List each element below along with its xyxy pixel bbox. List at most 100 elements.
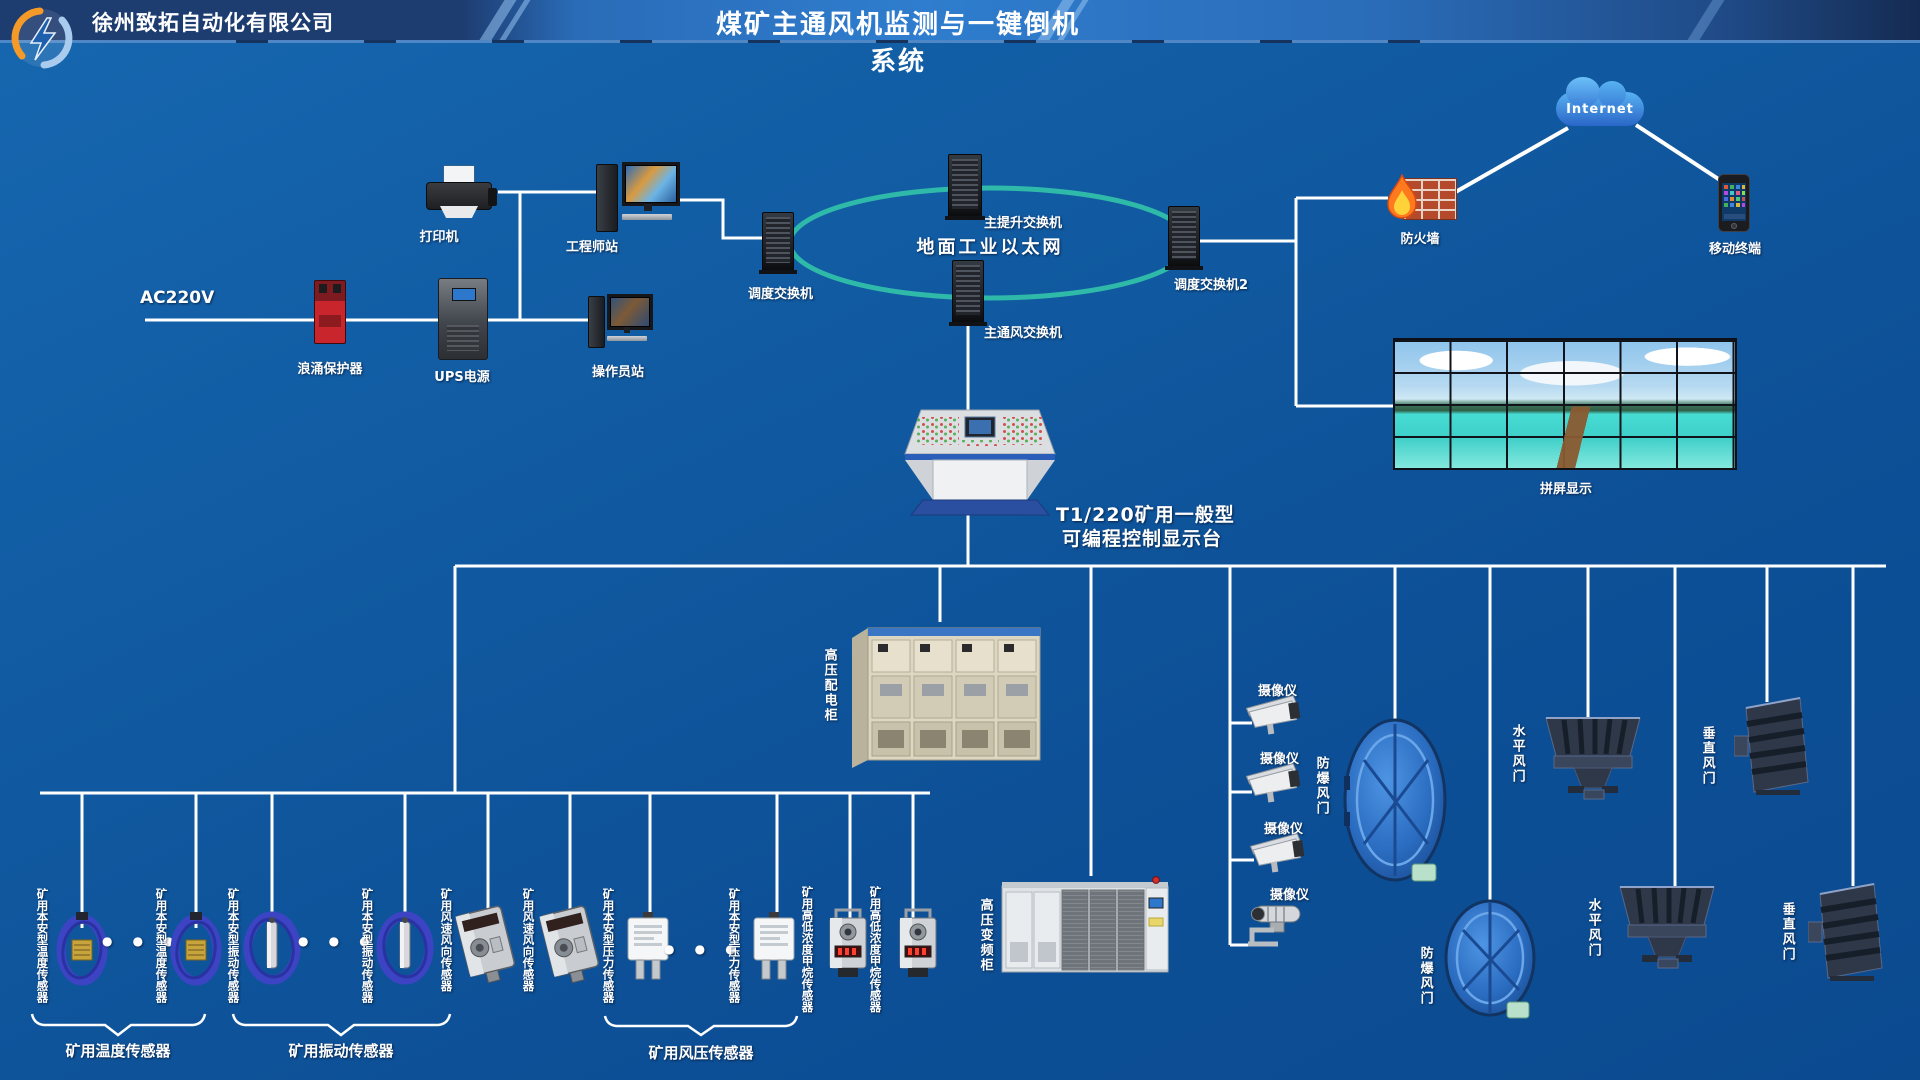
coil-temp-sensor-icon: [170, 912, 222, 986]
wind-sensor-1[interactable]: [447, 900, 527, 997]
group-temp-label: 矿用温度传感器: [65, 1042, 171, 1060]
methane-sensor-2-label: 矿用高低浓度甲烷传感器: [868, 886, 883, 1013]
group-press-label: 矿用风压传感器: [648, 1044, 754, 1062]
camera-icon: [1245, 763, 1301, 803]
vertical-door-graphic: [1807, 883, 1883, 981]
horizontal-door-1[interactable]: [1540, 714, 1646, 810]
ups-power[interactable]: [438, 278, 488, 360]
surge-protector-label: 浪涌保护器: [297, 362, 363, 377]
header-bar: [0, 0, 1920, 40]
header-slash: [1687, 0, 1725, 40]
temp-sensor-1[interactable]: [56, 904, 108, 994]
hoist-switch[interactable]: [945, 154, 985, 220]
internet-cloud[interactable]: Internet: [1556, 77, 1644, 126]
surge-protector[interactable]: [314, 280, 346, 344]
firewall[interactable]: [1383, 172, 1457, 224]
console-label-line2: 可编程控制显示台: [1062, 528, 1223, 550]
camera-label-4: 摄像仪: [1270, 888, 1310, 903]
ethernet-ring-label: 地面工业以太网: [916, 237, 1064, 258]
methane-sensor-icon: [829, 908, 867, 977]
camera-3[interactable]: [1247, 830, 1316, 880]
mobile-terminal[interactable]: [1718, 174, 1750, 236]
dispatch-switch-label: 调度交换机: [748, 287, 814, 302]
keyboard: [622, 214, 672, 220]
console-graphic: [904, 409, 1056, 516]
pressure-sensor-2[interactable]: [750, 912, 798, 986]
hv-vfd-cabinet[interactable]: [998, 872, 1174, 982]
ellipsis-dots-1: ● ● ●: [102, 934, 182, 948]
company-name: 徐州致拓自动化有限公司: [92, 11, 334, 35]
explosion-door-1-label: 防爆风门: [1313, 756, 1329, 816]
explosion-door-1[interactable]: [1342, 716, 1448, 888]
printer-body: [426, 182, 492, 210]
vib-sensor-2[interactable]: [376, 904, 434, 992]
explosion-proof-camera-icon: [1248, 905, 1301, 947]
temp-sensor-1-label: 矿用本安型温度传感器: [35, 888, 50, 1003]
vertical-door-2[interactable]: [1807, 882, 1890, 986]
explosion-door-2-label: 防爆风门: [1417, 946, 1433, 1006]
dispatch-switch2-label: 调度交换机2: [1174, 278, 1249, 293]
wind-sensor-icon: [539, 905, 600, 984]
vib-sensor-1[interactable]: [243, 904, 301, 992]
round-door-graphic: [1444, 899, 1536, 1019]
engineer-station-label: 工程师站: [565, 240, 618, 255]
methane-sensor-1[interactable]: [826, 906, 870, 986]
printer-label: 打印机: [419, 230, 459, 245]
video-wall[interactable]: [1393, 338, 1737, 470]
vib-sensor-2-label: 矿用本安型振动传感器: [360, 888, 375, 1003]
horizontal-door-graphic: [1619, 886, 1715, 969]
temp-sensor-2[interactable]: [170, 904, 222, 994]
control-console[interactable]: [903, 408, 1057, 522]
round-door-graphic: [1343, 718, 1447, 882]
pressure-sensor-1[interactable]: [624, 912, 672, 986]
vertical-door-1-label: 垂直风门: [1699, 726, 1715, 786]
wind-sensor-2-label: 矿用风速风向传感器: [521, 888, 536, 992]
horizontal-door-2-label: 水平风门: [1585, 898, 1601, 958]
wind-sensor-2[interactable]: [531, 900, 611, 997]
temp-sensor-2-label: 矿用本安型温度传感器: [154, 888, 169, 1003]
group-vib-label: 矿用振动传感器: [288, 1042, 394, 1060]
smartphone-icon: [1718, 174, 1750, 232]
pressure-sensor-icon: [627, 912, 669, 980]
pc-monitor: [607, 294, 653, 330]
explosion-door-2[interactable]: [1443, 898, 1537, 1028]
vfd-cabinet-graphic: [1001, 876, 1169, 973]
camera-1[interactable]: [1243, 692, 1312, 742]
operator-station[interactable]: [588, 294, 653, 356]
horizontal-door-1-label: 水平风门: [1509, 724, 1525, 784]
camera-label-1: 摄像仪: [1258, 684, 1298, 699]
hv-cabinet-graphic: [852, 627, 1041, 768]
company-logo: [11, 7, 73, 69]
horizontal-door-graphic: [1545, 717, 1641, 800]
ac220v-label: AC220V: [140, 288, 215, 308]
operator-station-label: 操作员站: [591, 365, 644, 380]
pressure-sensor-1-label: 矿用本安型压力传感器: [601, 888, 616, 1003]
hoist-switch-label: 主提升交换机: [984, 216, 1063, 231]
camera-icon: [1245, 695, 1301, 735]
printer-tray: [440, 206, 478, 218]
pc-monitor: [622, 162, 680, 206]
dispatch-switch2[interactable]: [1165, 206, 1203, 270]
camera-label-3: 摄像仪: [1264, 822, 1304, 837]
coil-temp-sensor-icon: [56, 912, 108, 986]
monitor-stand: [644, 204, 652, 211]
printer[interactable]: [426, 166, 498, 220]
engineer-station[interactable]: [596, 160, 682, 240]
fan-switch[interactable]: [949, 260, 987, 326]
keyboard: [607, 336, 647, 341]
vertical-door-1[interactable]: [1733, 696, 1816, 800]
camera-label-2: 摄像仪: [1260, 752, 1300, 767]
camera-2[interactable]: [1243, 760, 1312, 810]
methane-sensor-1-label: 矿用高低浓度甲烷传感器: [800, 886, 815, 1013]
dispatch-switch[interactable]: [759, 212, 797, 274]
firewall-label: 防火墙: [1400, 232, 1440, 247]
group-braces: [30, 1013, 799, 1037]
header-divider-dashes: [140, 40, 1500, 43]
hv-distribution-cabinet[interactable]: [852, 618, 1044, 772]
methane-sensor-2[interactable]: [896, 906, 940, 986]
mobile-terminal-label: 移动终端: [1708, 242, 1761, 257]
camera-4[interactable]: [1244, 900, 1310, 952]
horizontal-door-2[interactable]: [1614, 880, 1720, 982]
